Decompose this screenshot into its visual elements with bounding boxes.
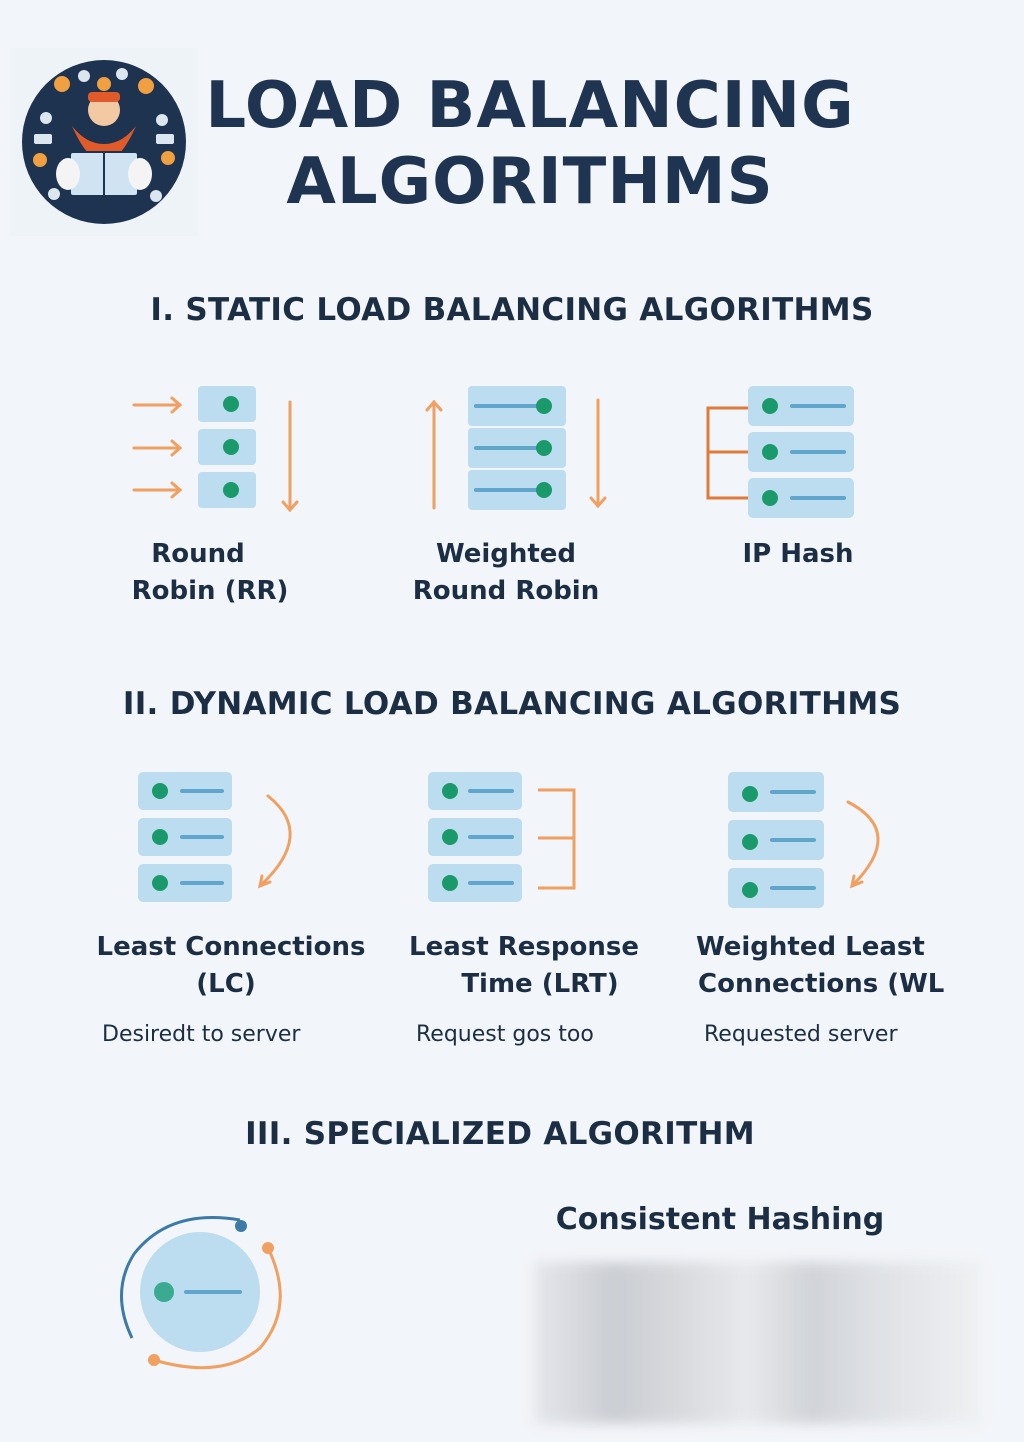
section-specialized-title: III. SPECIALIZED ALGORITHM xyxy=(245,1116,755,1152)
weighted-least-connections-label: Weighted Least Connections (WL xyxy=(690,929,950,1003)
least-connections-label-line1: Least Connections xyxy=(96,932,366,962)
section-static-title: I. STATIC LOAD BALANCING ALGORITHMS xyxy=(150,292,874,328)
least-response-time-label: Least Response Time (LRT) xyxy=(396,929,652,1003)
weighted-least-connections-label-line2: Connections (WL xyxy=(698,969,945,999)
round-robin-label-line2: Robin (RR) xyxy=(131,576,289,606)
round-robin-label-line1: Round xyxy=(151,539,245,569)
least-connections-label: Least Connections (LC) xyxy=(88,929,374,1003)
least-response-time-label-line2: Time (LRT) xyxy=(461,969,619,999)
blurred-description-block xyxy=(534,1262,980,1424)
page-title-line2: ALGORITHMS xyxy=(286,145,774,219)
logo xyxy=(10,48,198,236)
page-title-line1: LOAD BALANCING xyxy=(205,69,855,143)
weighted-least-connections-label-line1: Weighted Least xyxy=(696,932,925,962)
round-robin-label: Round Robin (RR) xyxy=(80,536,340,610)
weighted-round-robin-servers-icon xyxy=(425,386,607,510)
consistent-hashing-ring-icon xyxy=(120,1216,282,1370)
ip-hash-label-line1: IP Hash xyxy=(742,539,854,569)
least-response-time-desc: Request gos too xyxy=(416,1022,594,1047)
weighted-round-robin-label-line2: Round Robin xyxy=(412,576,600,606)
least-connections-servers-icon xyxy=(138,772,292,902)
round-robin-servers-icon xyxy=(132,386,299,513)
consistent-hashing-label: Consistent Hashing xyxy=(555,1202,885,1237)
least-response-time-servers-icon xyxy=(428,772,576,902)
weighted-round-robin-label-line1: Weighted xyxy=(435,539,577,569)
ip-hash-servers-icon xyxy=(706,386,854,518)
bearded-reader-gears-logo-icon xyxy=(10,48,198,236)
weighted-round-robin-label: Weighted Round Robin xyxy=(376,536,636,610)
least-response-time-label-line1: Least Response xyxy=(409,932,639,962)
least-connections-label-line2: (LC) xyxy=(196,969,256,999)
least-connections-desc: Desiredt to server xyxy=(102,1022,301,1047)
section-dynamic-title: II. DYNAMIC LOAD BALANCING ALGORITHMS xyxy=(122,686,902,722)
weighted-least-connections-servers-icon xyxy=(728,772,880,908)
weighted-least-connections-desc: Requested server xyxy=(704,1022,898,1047)
ip-hash-label: IP Hash xyxy=(668,536,928,573)
